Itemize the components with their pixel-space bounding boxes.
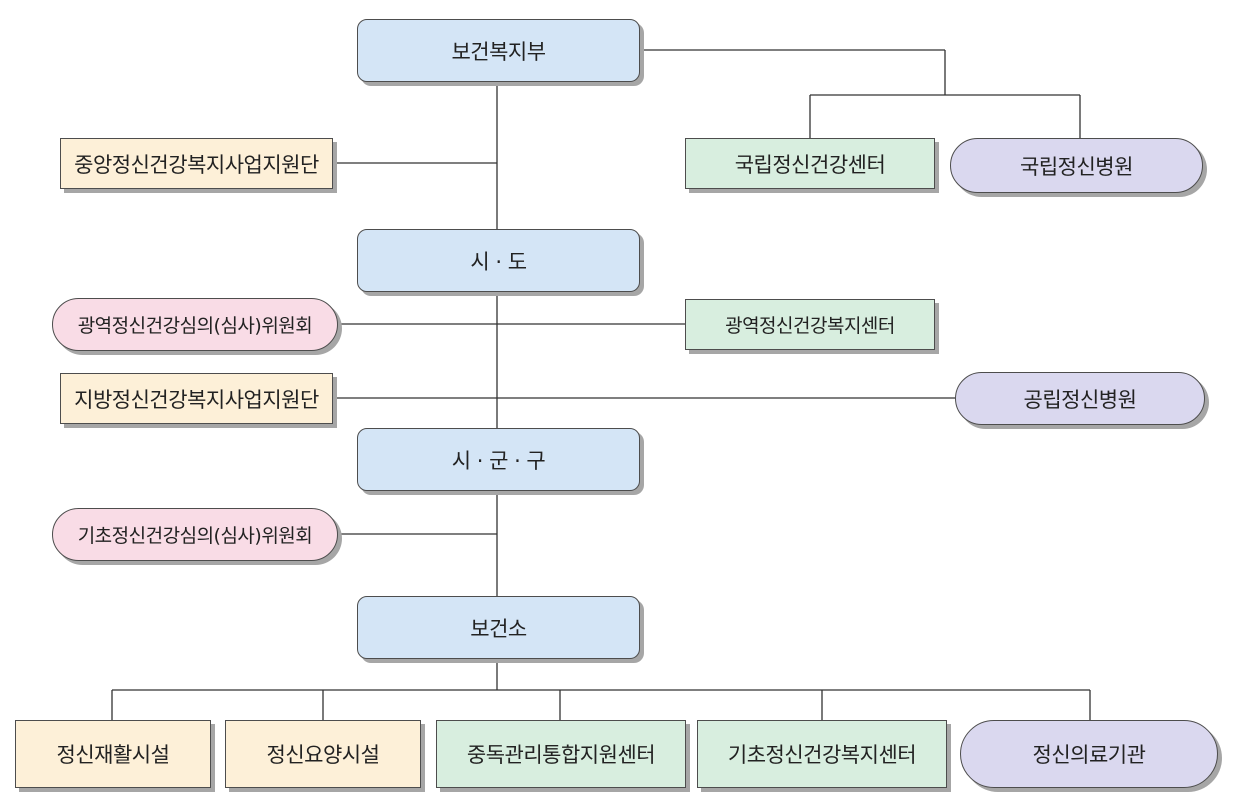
node-basic-welfare-center: 기초정신건강복지센터 [697,720,947,788]
node-public-hospital: 공립정신병원 [955,372,1205,425]
node-central-support: 중앙정신건강복지사업지원단 [60,138,333,189]
node-regional-welfare-center: 광역정신건강복지센터 [685,299,935,350]
node-national-mh-center: 국립정신건강센터 [685,138,935,189]
node-rehab-facility: 정신재활시설 [15,720,211,788]
node-mohw: 보건복지부 [357,19,640,82]
node-addiction-center: 중독관리통합지원센터 [436,720,686,788]
node-sigungu: 시 · 군 · 구 [357,428,640,491]
node-national-hospital: 국립정신병원 [950,138,1203,193]
node-sido: 시 · 도 [357,229,640,292]
node-care-facility: 정신요양시설 [225,720,421,788]
node-medical-institution: 정신의료기관 [960,720,1218,788]
node-regional-committee: 광역정신건강심의(심사)위원회 [52,298,338,351]
node-health-center: 보건소 [357,596,640,659]
node-basic-committee: 기초정신건강심의(심사)위원회 [52,508,338,561]
node-local-support: 지방정신건강복지사업지원단 [60,373,333,424]
